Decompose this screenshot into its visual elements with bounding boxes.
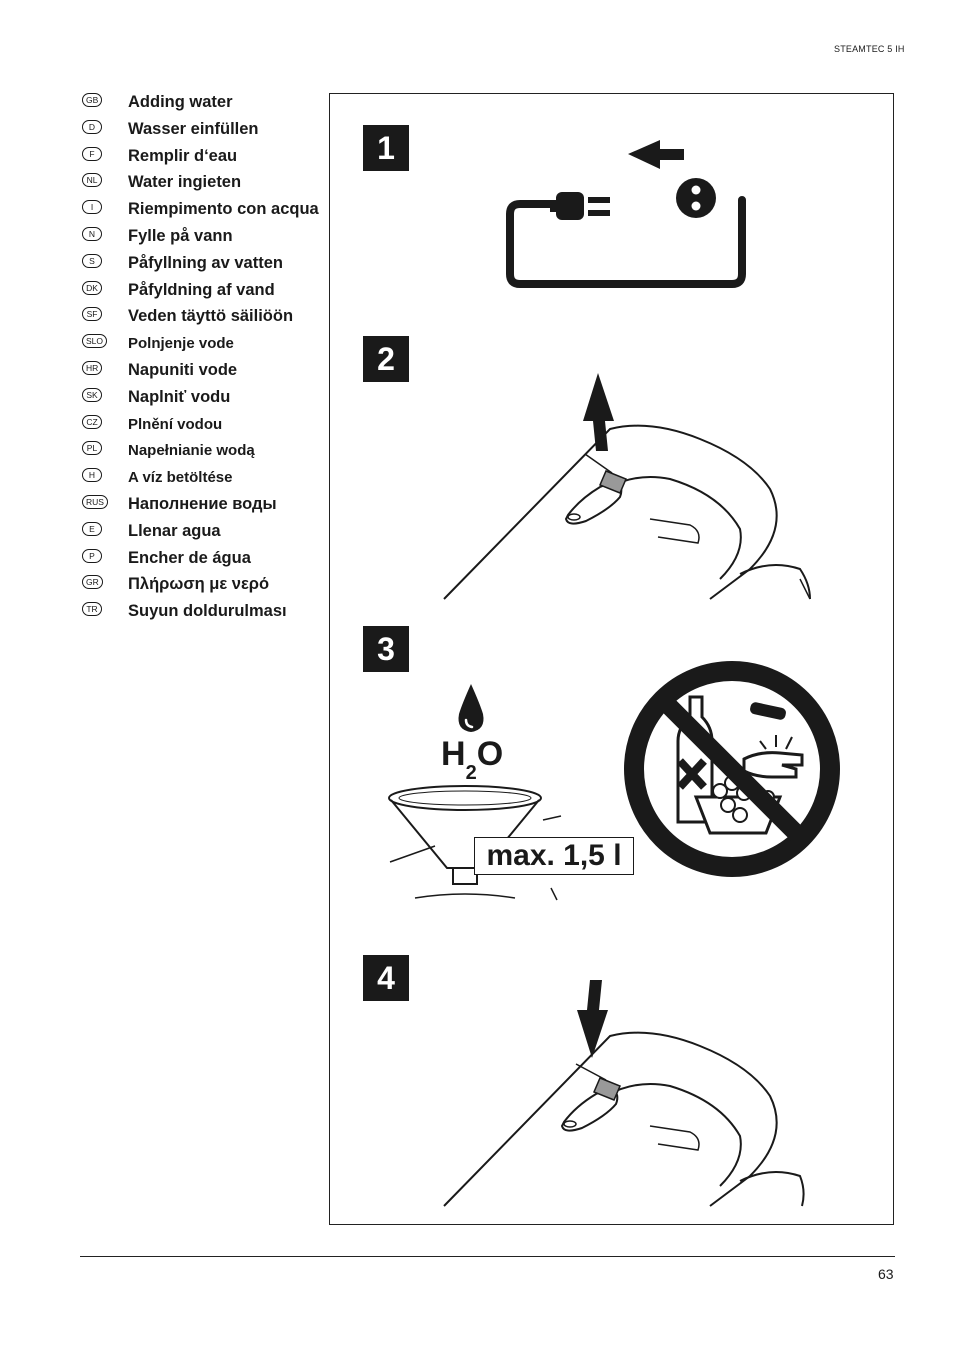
lang-item-s: S Påfyllning av vatten	[82, 253, 322, 274]
lang-item-f: F Remplir d‘eau	[82, 146, 322, 167]
arrow-down-icon	[577, 980, 608, 1058]
lang-code-badge: GB	[82, 93, 103, 107]
lang-item-pl: PL Napełnianie wodą	[82, 440, 322, 461]
lang-item-sf: SF Veden täyttö säiliöön	[82, 306, 322, 327]
lang-label: Наполнение воды	[128, 494, 277, 513]
lang-code-badge: P	[82, 548, 102, 563]
funnel-illustration	[388, 785, 562, 901]
language-list: GB Adding water D Wasser einfüllen F Rempli…	[82, 92, 322, 628]
lang-label: Veden täyttö säiliöön	[128, 307, 294, 326]
lang-item-gr: GR Πλήρωση με νερό	[82, 574, 322, 595]
water-drop-icon	[458, 684, 484, 732]
lang-code-badge: H	[82, 468, 102, 483]
h2o-o: O	[476, 735, 504, 773]
lang-code-badge: F	[82, 146, 102, 161]
lang-item-d: D Wasser einfüllen	[82, 119, 322, 140]
unplug-illustration	[506, 140, 746, 288]
lang-item-i: I Riempimento con acqua	[82, 199, 322, 220]
lang-item-h: H A víz betöltése	[82, 467, 322, 488]
lang-code-badge: SLO	[82, 334, 108, 349]
lang-label: Πλήρωση με νερό	[128, 575, 270, 594]
lang-item-rus: RUS Наполнение воды	[82, 494, 322, 515]
lang-label: Naplniť vodu	[128, 387, 231, 406]
plug-icon	[550, 192, 610, 220]
lang-label: Suyun doldurulması	[128, 602, 287, 621]
close-cap-illustration	[443, 980, 805, 1207]
open-cap-illustration	[443, 373, 811, 600]
lang-label: Water ingieten	[128, 173, 242, 192]
lang-code-badge: S	[82, 253, 102, 268]
instruction-frame: 1 2 3	[329, 93, 894, 1225]
lang-code-badge: NL	[82, 173, 102, 188]
lang-label: Fylle på vann	[128, 226, 233, 245]
lang-label: Påfyllning av vatten	[128, 253, 283, 272]
lang-label: Adding water	[128, 93, 233, 111]
step-1-badge: 1	[363, 125, 409, 171]
lang-item-e: E Llenar agua	[82, 521, 322, 542]
step-3-badge: 3	[363, 626, 409, 672]
cross-mark-icon	[677, 758, 707, 790]
step-2-badge: 2	[363, 336, 409, 382]
chemical-tube-icon	[750, 702, 786, 720]
lang-code-badge: E	[82, 521, 102, 536]
lang-code-badge: SK	[82, 387, 102, 402]
lang-label: Wasser einfüllen	[128, 119, 259, 138]
lang-code-badge: I	[82, 200, 102, 215]
lang-item-p: P Encher de água	[82, 548, 322, 569]
max-volume-label: max. 1,5 l	[474, 837, 634, 875]
h2o-subscript: 2	[465, 762, 477, 784]
lang-label: Napuniti vode	[128, 360, 238, 379]
lang-item-gb: GB Adding water	[82, 92, 322, 113]
model-name: STEAMTEC 5 IH	[834, 44, 905, 54]
lang-label: Encher de água	[128, 548, 251, 567]
h2o-h: H	[441, 735, 466, 773]
lang-item-cz: CZ Plnění vodou	[82, 414, 322, 435]
lang-label: Plnění vodou	[128, 415, 223, 433]
lang-code-badge: GR	[82, 575, 103, 590]
lang-code-badge: N	[82, 226, 102, 241]
lang-label: Polnjenje vode	[128, 335, 234, 353]
hand-icon	[742, 735, 804, 779]
lang-item-nl: NL Water ingieten	[82, 172, 322, 193]
page-number: 63	[878, 1266, 894, 1282]
step-4-badge: 4	[363, 955, 409, 1001]
lang-code-badge: SF	[82, 307, 102, 322]
lang-code-badge: PL	[82, 441, 102, 456]
lang-label: Llenar agua	[128, 521, 221, 540]
h2o-label: H2O	[441, 734, 504, 784]
lang-item-dk: DK Påfyldning af vand	[82, 280, 322, 301]
lang-code-badge: RUS	[82, 494, 108, 509]
lang-item-slo: SLO Polnjenje vode	[82, 333, 322, 354]
lang-code-badge: HR	[82, 360, 103, 375]
lang-item-tr: TR Suyun doldurulması	[82, 601, 322, 622]
footer-divider	[80, 1256, 895, 1257]
lang-code-badge: D	[82, 119, 102, 134]
lang-code-badge: CZ	[82, 414, 102, 429]
arrow-up-icon	[583, 373, 614, 451]
lang-label: Riempimento con acqua	[128, 200, 319, 219]
lang-code-badge: DK	[82, 280, 102, 295]
lang-item-sk: SK Naplniť vodu	[82, 387, 322, 408]
socket-icon	[676, 178, 716, 218]
lang-label: Napełnianie wodą	[128, 442, 255, 460]
lang-item-n: N Fylle på vann	[82, 226, 322, 247]
lang-label: Påfyldning af vand	[128, 280, 275, 299]
lang-item-hr: HR Napuniti vode	[82, 360, 322, 381]
lang-code-badge: TR	[82, 602, 102, 617]
lang-label: Remplir d‘eau	[128, 146, 238, 165]
prohibited-additives-sign	[624, 661, 840, 877]
arrow-left-icon	[628, 140, 684, 169]
lang-label: A víz betöltése	[128, 469, 233, 487]
